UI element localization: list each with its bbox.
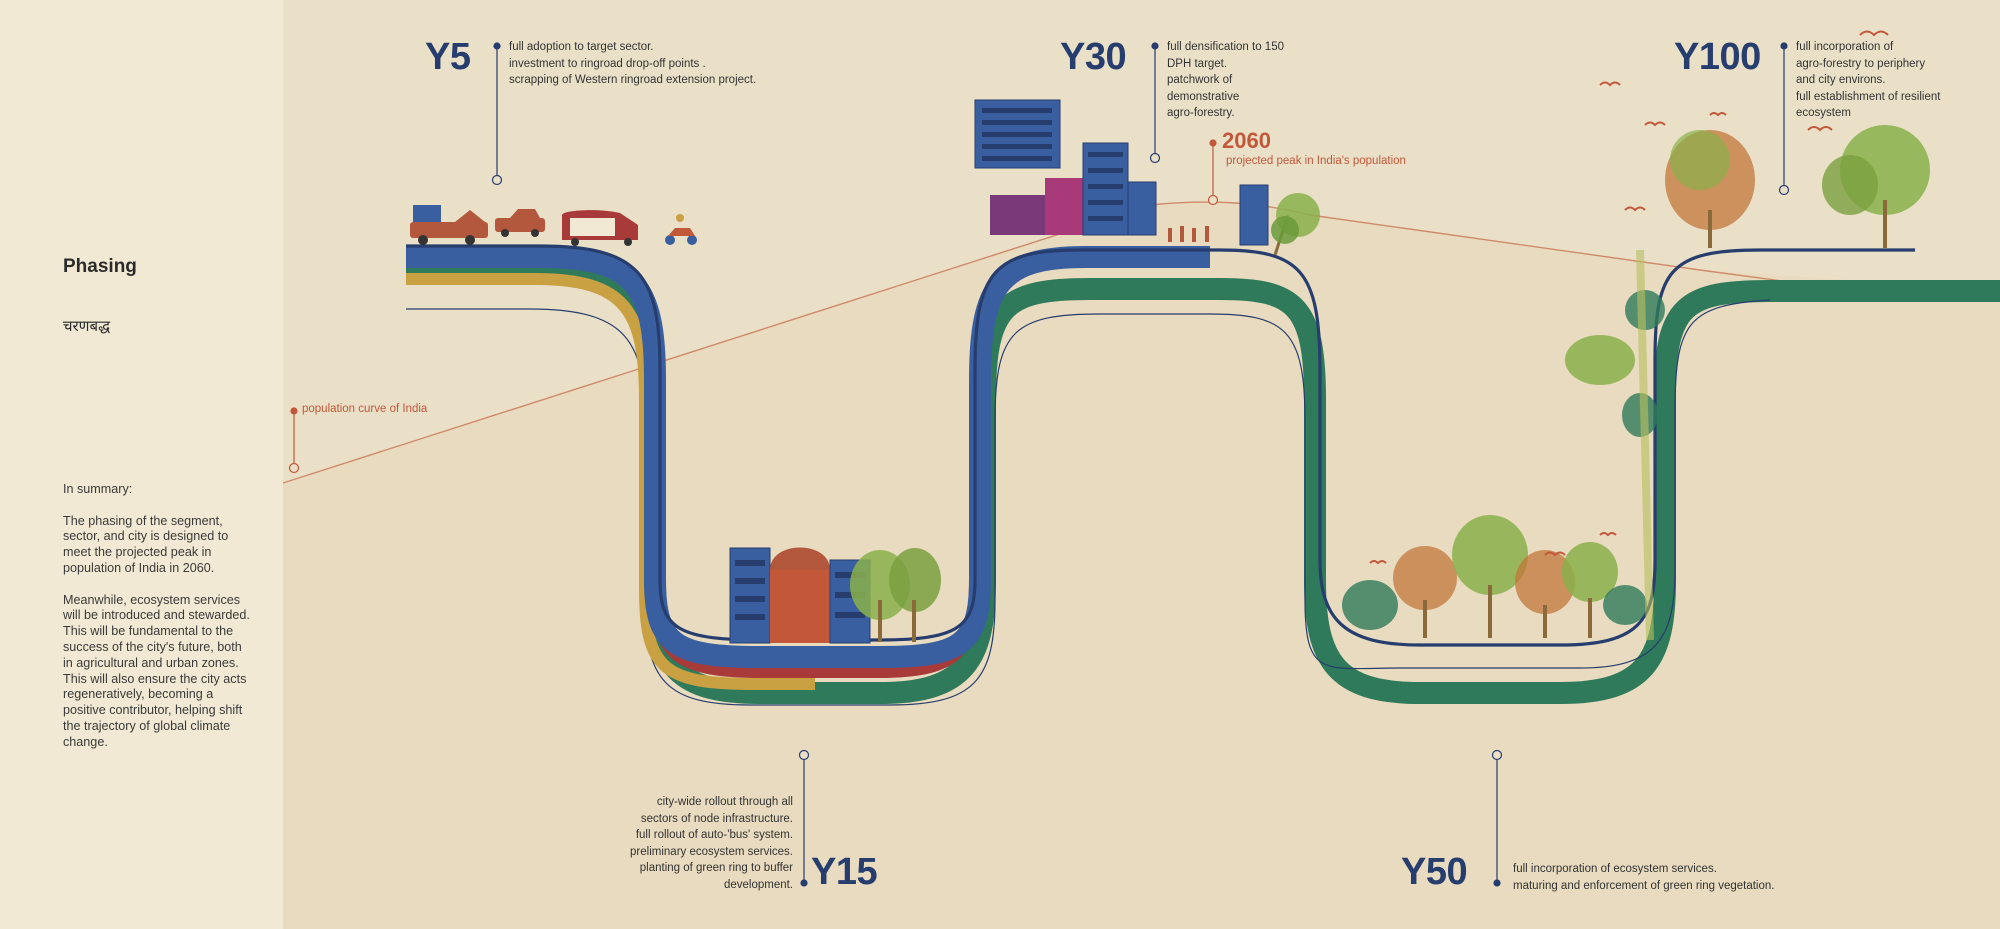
- forest-y100-icon: [1565, 125, 1930, 641]
- population-curve-label: population curve of India: [302, 403, 428, 415]
- note-line: full adoption to target sector.: [509, 41, 654, 53]
- landscape-hill: [283, 202, 2000, 929]
- note-line: full establishment of resilient: [1796, 90, 1941, 103]
- note-line: patchwork of: [1167, 74, 1233, 86]
- note-line: full densification to 150: [1167, 41, 1284, 53]
- summary-text: In summary: The phasing of the segment, …: [63, 482, 253, 766]
- phase-label-y30: Y30: [1060, 36, 1127, 78]
- trees-y15-icon: [850, 548, 941, 642]
- left-panel: [0, 0, 283, 929]
- summary-intro: In summary:: [63, 482, 133, 496]
- note-line: ecosystem: [1796, 107, 1851, 119]
- phase-label-y100: Y100: [1674, 36, 1761, 78]
- phase-note-y50: full incorporation of ecosystem services…: [1513, 861, 1774, 894]
- note-line: preliminary ecosystem services.: [630, 845, 793, 858]
- note-line: and city environs.: [1796, 74, 1886, 86]
- tree-y30-icon: [1271, 193, 1320, 256]
- phase-label-y50: Y50: [1401, 851, 1468, 893]
- note-line: agro-forestry to periphery: [1796, 57, 1926, 70]
- page-title: Phasing: [63, 256, 137, 277]
- population-leaders: [288, 139, 1219, 474]
- buildings-y30-icon: [974, 99, 1269, 246]
- note-line: full incorporation of ecosystem services…: [1513, 863, 1717, 875]
- note-line: sectors of node infrastructure.: [640, 812, 793, 825]
- forest-y50-icon: [1342, 515, 1647, 638]
- note-line: full rollout of auto-'bus' system.: [635, 829, 793, 841]
- note-line: full incorporation of: [1796, 41, 1894, 53]
- callout-leaders: [491, 42, 1790, 887]
- note-line: investment to ringroad drop-off points .: [509, 57, 706, 70]
- note-line: city-wide rollout through all: [656, 796, 793, 808]
- phase-note-y5: full adoption to target sector. investme…: [509, 39, 756, 89]
- population-peak-label: projected peak in India's population: [1226, 155, 1406, 167]
- note-line: DPH target.: [1167, 57, 1228, 70]
- page-subtitle: चरणबद्ध: [63, 318, 111, 335]
- buildings-y15-icon: [729, 547, 871, 644]
- note-line: planting of green ring to buffer: [639, 862, 793, 874]
- phase-label-y15: Y15: [811, 851, 878, 893]
- note-line: agro-forestry.: [1167, 107, 1235, 119]
- vehicles-icon: [410, 205, 697, 246]
- note-line: demonstrative: [1167, 90, 1240, 103]
- phase-label-y5: Y5: [425, 36, 471, 78]
- phase-note-y15: city-wide rollout through all sectors of…: [630, 794, 793, 893]
- phase-note-y100: full incorporation of agro-forestry to p…: [1796, 39, 1940, 122]
- note-line: scrapping of Western ringroad extension …: [509, 74, 757, 86]
- summary-paragraph-2: Meanwhile, ecosystem services will be in…: [63, 592, 250, 749]
- note-line: development.: [723, 878, 793, 891]
- band-blue: [406, 246, 1210, 668]
- note-line: maturing and enforcement of green ring v…: [1513, 879, 1775, 892]
- birds-icon: [1369, 30, 1889, 565]
- summary-paragraph-1: The phasing of the segment, sector, and …: [63, 513, 229, 575]
- phase-note-y30: full densification to 150 DPH target. pa…: [1167, 39, 1284, 122]
- population-peak-year: 2060: [1222, 128, 1271, 153]
